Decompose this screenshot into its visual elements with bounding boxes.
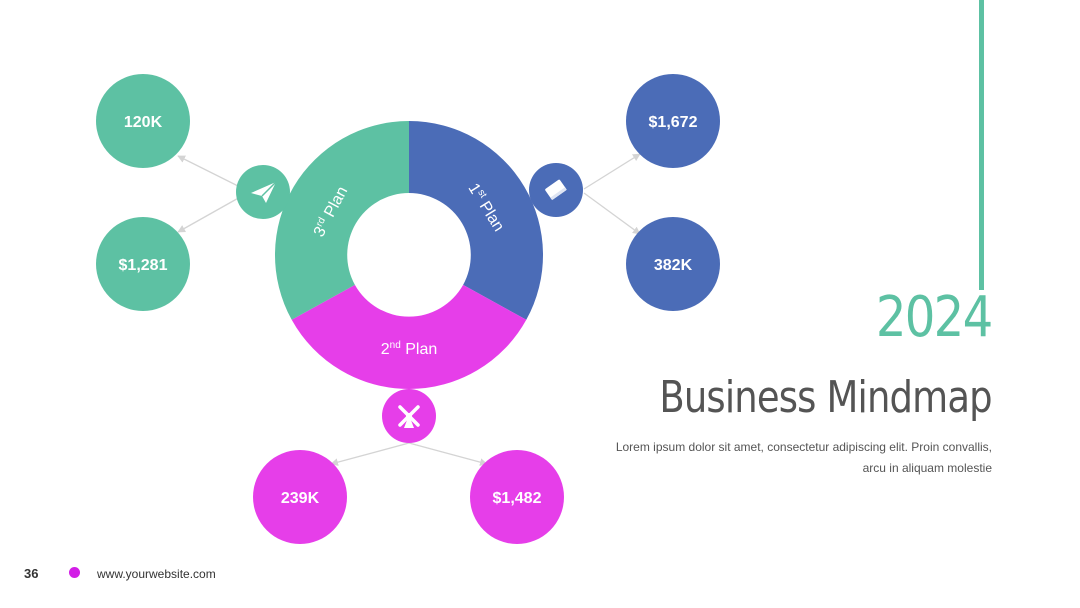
connector-third-top <box>177 155 243 189</box>
node-second-left-value: 239K <box>281 490 320 507</box>
node-first-top: $1,672 <box>626 74 720 168</box>
book-icon <box>529 163 583 217</box>
website-link[interactable]: www.yourwebsite.com <box>97 567 216 581</box>
node-second-right-value: $1,482 <box>493 490 542 507</box>
slide-title: Business Mindmap <box>659 372 993 423</box>
node-first-bottom: 382K <box>626 217 720 311</box>
node-third-top-value: 120K <box>124 114 163 131</box>
connector-second-left <box>330 442 410 466</box>
node-second-right: $1,482 <box>470 450 564 544</box>
node-third-top: 120K <box>96 74 190 168</box>
paper-plane-icon <box>236 165 290 219</box>
footer-dot <box>69 567 80 578</box>
connector-first-bottom <box>583 192 641 235</box>
node-third-bottom: $1,281 <box>96 217 190 311</box>
vertical-accent-line <box>979 0 984 290</box>
plan-donut <box>274 120 544 390</box>
donut-segment-first-plan <box>409 120 544 320</box>
connector-second-right <box>408 442 488 466</box>
node-first-top-value: $1,672 <box>649 114 698 131</box>
donut-segment-second-plan <box>291 284 527 390</box>
windmill-icon <box>382 389 436 443</box>
connector-third-bottom <box>177 195 243 233</box>
node-first-bottom-value: 382K <box>654 257 693 274</box>
slide-description: Lorem ipsum dolor sit amet, consectetur … <box>615 440 992 475</box>
connector-first-top <box>583 153 641 190</box>
connectors <box>177 153 641 466</box>
year-heading: 2024 <box>876 285 993 350</box>
node-second-left: 239K <box>253 450 347 544</box>
donut-segment-third-plan <box>274 121 409 320</box>
second-plan-label: 2nd Plan <box>381 340 438 358</box>
node-third-bottom-value: $1,281 <box>119 257 168 274</box>
page-number: 36 <box>24 566 39 581</box>
